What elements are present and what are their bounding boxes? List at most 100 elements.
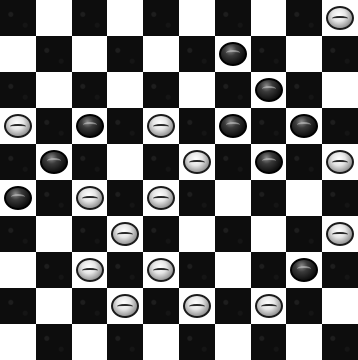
- white-checker-piece[interactable]: [147, 186, 175, 210]
- board-square-r7-c8[interactable]: [286, 252, 322, 288]
- board-square-r9-c7[interactable]: [251, 324, 287, 360]
- board-square-r1-c0[interactable]: [0, 36, 36, 72]
- board-square-r3-c8[interactable]: [286, 108, 322, 144]
- white-checker-piece[interactable]: [76, 186, 104, 210]
- board-square-r2-c3[interactable]: [107, 72, 143, 108]
- white-checker-piece[interactable]: [183, 150, 211, 174]
- board-square-r6-c6[interactable]: [215, 216, 251, 252]
- board-square-r2-c8[interactable]: [286, 72, 322, 108]
- board-square-r2-c1[interactable]: [36, 72, 72, 108]
- board-square-r0-c8[interactable]: [286, 0, 322, 36]
- board-square-r3-c0[interactable]: [0, 108, 36, 144]
- board-square-r7-c6[interactable]: [215, 252, 251, 288]
- board-square-r9-c3[interactable]: [107, 324, 143, 360]
- board-square-r0-c4[interactable]: [143, 0, 179, 36]
- board-square-r7-c0[interactable]: [0, 252, 36, 288]
- board-square-r4-c5[interactable]: [179, 144, 215, 180]
- white-checker-piece[interactable]: [4, 114, 32, 138]
- board-square-r1-c4[interactable]: [143, 36, 179, 72]
- board-square-r0-c0[interactable]: [0, 0, 36, 36]
- board-square-r3-c5[interactable]: [179, 108, 215, 144]
- board-square-r7-c3[interactable]: [107, 252, 143, 288]
- board-square-r5-c9[interactable]: [322, 180, 358, 216]
- board-square-r5-c7[interactable]: [251, 180, 287, 216]
- board-square-r9-c9[interactable]: [322, 324, 358, 360]
- board-square-r9-c5[interactable]: [179, 324, 215, 360]
- board-square-r3-c2[interactable]: [72, 108, 108, 144]
- board-square-r8-c0[interactable]: [0, 288, 36, 324]
- board-square-r7-c9[interactable]: [322, 252, 358, 288]
- board-square-r8-c4[interactable]: [143, 288, 179, 324]
- board-square-r7-c4[interactable]: [143, 252, 179, 288]
- board-square-r9-c2[interactable]: [72, 324, 108, 360]
- board-square-r5-c5[interactable]: [179, 180, 215, 216]
- board-square-r9-c0[interactable]: [0, 324, 36, 360]
- white-checker-piece[interactable]: [183, 294, 211, 318]
- board-square-r4-c8[interactable]: [286, 144, 322, 180]
- board-square-r8-c9[interactable]: [322, 288, 358, 324]
- board-square-r2-c9[interactable]: [322, 72, 358, 108]
- board-square-r3-c3[interactable]: [107, 108, 143, 144]
- board-square-r5-c8[interactable]: [286, 180, 322, 216]
- board-square-r0-c9[interactable]: [322, 0, 358, 36]
- board-square-r1-c8[interactable]: [286, 36, 322, 72]
- board-square-r4-c3[interactable]: [107, 144, 143, 180]
- black-checker-piece[interactable]: [4, 186, 32, 210]
- board-square-r2-c4[interactable]: [143, 72, 179, 108]
- board-square-r6-c4[interactable]: [143, 216, 179, 252]
- board-square-r6-c3[interactable]: [107, 216, 143, 252]
- board-square-r8-c3[interactable]: [107, 288, 143, 324]
- board-square-r1-c2[interactable]: [72, 36, 108, 72]
- board-square-r4-c7[interactable]: [251, 144, 287, 180]
- board-square-r0-c2[interactable]: [72, 0, 108, 36]
- board-square-r5-c4[interactable]: [143, 180, 179, 216]
- board-square-r0-c1[interactable]: [36, 0, 72, 36]
- white-checker-piece[interactable]: [76, 258, 104, 282]
- board-square-r6-c0[interactable]: [0, 216, 36, 252]
- black-checker-piece[interactable]: [255, 150, 283, 174]
- board-square-r5-c1[interactable]: [36, 180, 72, 216]
- board-square-r3-c6[interactable]: [215, 108, 251, 144]
- board-square-r5-c3[interactable]: [107, 180, 143, 216]
- white-checker-piece[interactable]: [326, 222, 354, 246]
- board-square-r2-c2[interactable]: [72, 72, 108, 108]
- board-square-r7-c1[interactable]: [36, 252, 72, 288]
- board-square-r9-c8[interactable]: [286, 324, 322, 360]
- board-square-r6-c8[interactable]: [286, 216, 322, 252]
- board-square-r6-c2[interactable]: [72, 216, 108, 252]
- board-square-r9-c1[interactable]: [36, 324, 72, 360]
- white-checker-piece[interactable]: [255, 294, 283, 318]
- white-checker-piece[interactable]: [147, 114, 175, 138]
- black-checker-piece[interactable]: [255, 78, 283, 102]
- board-square-r8-c5[interactable]: [179, 288, 215, 324]
- board-square-r6-c7[interactable]: [251, 216, 287, 252]
- board-square-r4-c2[interactable]: [72, 144, 108, 180]
- black-checker-piece[interactable]: [290, 258, 318, 282]
- board-square-r4-c9[interactable]: [322, 144, 358, 180]
- board-square-r5-c2[interactable]: [72, 180, 108, 216]
- board-square-r0-c6[interactable]: [215, 0, 251, 36]
- board-square-r1-c9[interactable]: [322, 36, 358, 72]
- board-square-r7-c7[interactable]: [251, 252, 287, 288]
- black-checker-piece[interactable]: [290, 114, 318, 138]
- black-checker-piece[interactable]: [76, 114, 104, 138]
- white-checker-piece[interactable]: [111, 294, 139, 318]
- board-square-r9-c4[interactable]: [143, 324, 179, 360]
- board-square-r0-c5[interactable]: [179, 0, 215, 36]
- white-checker-piece[interactable]: [326, 150, 354, 174]
- board-square-r2-c5[interactable]: [179, 72, 215, 108]
- board-square-r2-c7[interactable]: [251, 72, 287, 108]
- white-checker-piece[interactable]: [326, 6, 354, 30]
- board-square-r8-c2[interactable]: [72, 288, 108, 324]
- board-square-r8-c8[interactable]: [286, 288, 322, 324]
- black-checker-piece[interactable]: [40, 150, 68, 174]
- board-square-r0-c3[interactable]: [107, 0, 143, 36]
- board-square-r7-c2[interactable]: [72, 252, 108, 288]
- board-square-r2-c6[interactable]: [215, 72, 251, 108]
- board-square-r4-c4[interactable]: [143, 144, 179, 180]
- board-square-r1-c1[interactable]: [36, 36, 72, 72]
- board-square-r3-c1[interactable]: [36, 108, 72, 144]
- board-square-r5-c0[interactable]: [0, 180, 36, 216]
- board-square-r6-c9[interactable]: [322, 216, 358, 252]
- board-square-r7-c5[interactable]: [179, 252, 215, 288]
